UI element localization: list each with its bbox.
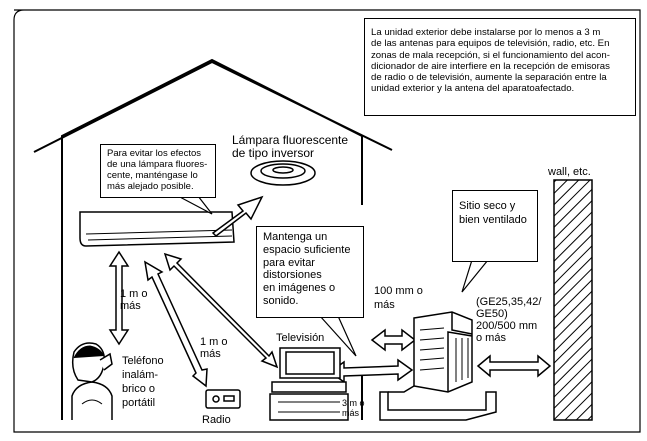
radio-distance-arrow (143, 260, 208, 388)
distance-1m-left: 1 m o más (120, 288, 148, 312)
lamp-distance-arrow (211, 195, 264, 237)
fluorescent-lamp (250, 160, 316, 186)
tv-outdoor-arrow (328, 358, 414, 384)
person-on-phone (71, 342, 113, 420)
model-clearance-label: (GE25,35,42/ GE50) 200/500 mm o más (476, 296, 542, 344)
outer-frame (13, 9, 641, 433)
radio-label: Radio (202, 414, 231, 426)
outdoor-unit (379, 311, 497, 421)
dry-place-note: Sitio seco y bien ventilado (452, 190, 538, 262)
outdoor-wall-arrow (476, 354, 552, 378)
radio (205, 389, 241, 409)
phone-label: Teléfono inalám- brico o portátil (122, 355, 164, 409)
space-callout-note: Mantenga un espacio suficiente para evit… (256, 226, 364, 318)
fluorescent-warning-note: Para evitar los efectos de una lámpara f… (100, 144, 216, 198)
lamp-label: Lámpara fluorescente de tipo inversor (232, 133, 349, 160)
vertical-distance-arrow (108, 250, 130, 346)
outdoor-antenna-note: La unidad exterior debe instalarse por l… (364, 18, 636, 116)
wall-label: wall, etc. (548, 166, 591, 178)
dry-callout-pointer (461, 259, 490, 293)
distance-100mm: 100 mm o más (374, 285, 423, 311)
house-outline (33, 58, 393, 420)
tv-distance-arrow (163, 252, 279, 369)
distance-1m-radio: 1 m o más (200, 336, 228, 360)
wall-gap-arrow (370, 328, 417, 352)
distance-3m: 3 m o más (342, 398, 365, 418)
indoor-unit (79, 211, 235, 247)
outdoor-wall (553, 179, 593, 421)
television (269, 347, 349, 421)
tv-label: Televisión (276, 332, 325, 344)
